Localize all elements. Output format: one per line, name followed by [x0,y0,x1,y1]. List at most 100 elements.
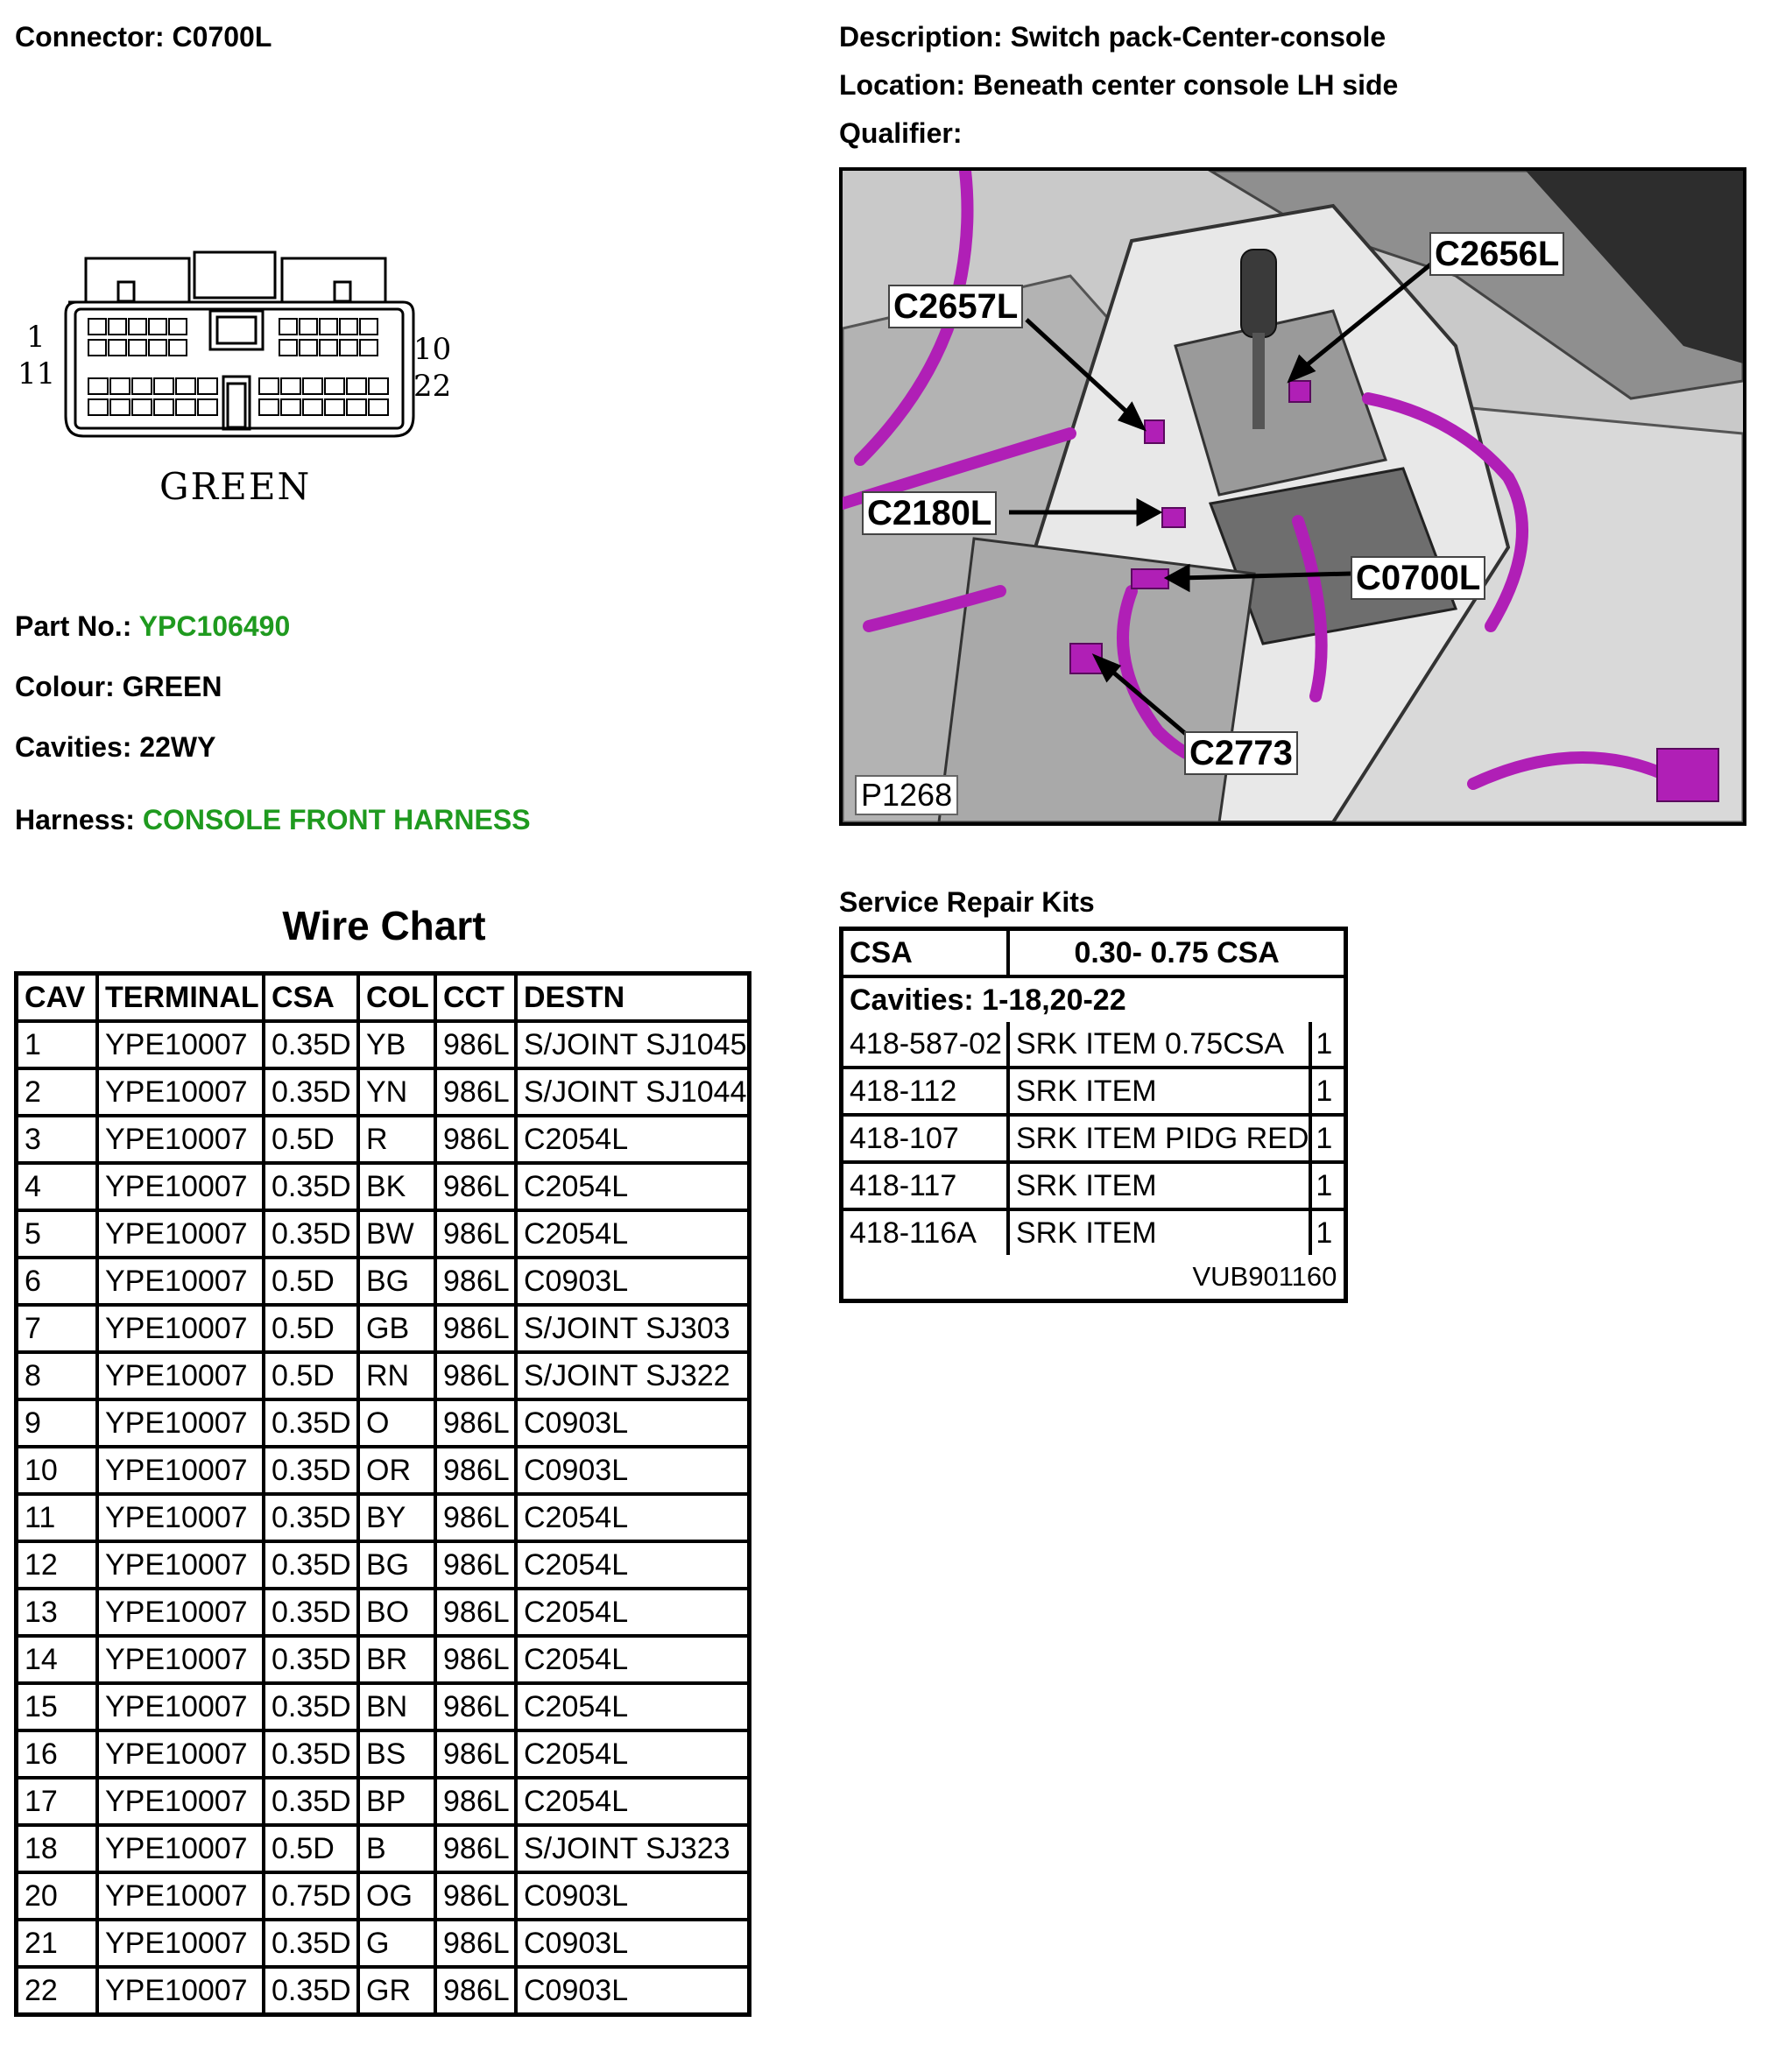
table-cell: 986L [437,1874,518,1921]
kit-description: SRK ITEM 0.75CSA [1010,1022,1313,1069]
table-cell: BK [360,1165,437,1212]
location-label: Location: [839,69,965,101]
table-cell: BG [360,1543,437,1590]
table-cell: S/JOINT SJ323 [518,1827,747,1874]
column-header: CCT [437,976,518,1023]
table-cell: C0903L [518,1921,747,1969]
table-cell: YB [360,1023,437,1070]
table-cell: 986L [437,1023,518,1070]
table-cell: 21 [18,1921,99,1969]
description-line: Description: Switch pack-Center-console [839,21,1386,53]
table-cell: 0.35D [265,1448,360,1496]
colour-value: GREEN [122,671,222,702]
location-line: Location: Beneath center console LH side [839,69,1398,102]
table-cell: 4 [18,1165,99,1212]
kit-csa-row: CSA 0.30- 0.75 CSA [843,931,1344,978]
table-cell: G [360,1921,437,1969]
kit-description: SRK ITEM [1010,1069,1313,1117]
callout-c2656l: C2656L [1429,232,1565,276]
table-cell: BO [360,1590,437,1638]
callout-c0700l: C0700L [1351,556,1486,600]
kit-description: SRK ITEM [1010,1211,1313,1255]
column-header: TERMINAL [99,976,265,1023]
table-cell: 986L [437,1307,518,1354]
table-cell: 15 [18,1685,99,1732]
service-repair-kits-title: Service Repair Kits [839,886,1095,918]
table-cell: 986L [437,1212,518,1259]
cavities-line: Cavities: 22WY [15,731,215,764]
table-cell: 5 [18,1212,99,1259]
table-cell: C0903L [518,1448,747,1496]
table-cell: S/JOINT SJ1045 [518,1023,747,1070]
callout-c2180l: C2180L [862,491,998,535]
cavities-label: Cavities: [15,731,132,763]
table-cell: C2054L [518,1780,747,1827]
table-cell: YPE10007 [99,1401,265,1448]
table-cell: YPE10007 [99,1732,265,1780]
table-cell: 12 [18,1543,99,1590]
table-cell: C2054L [518,1496,747,1543]
table-cell: 0.35D [265,1543,360,1590]
figure-id: P1268 [855,775,959,815]
table-cell: 22 [18,1969,99,2012]
table-cell: 14 [18,1638,99,1685]
table-cell: 0.35D [265,1780,360,1827]
table-cell: YPE10007 [99,1590,265,1638]
kit-quantity: 1 [1312,1117,1344,1164]
table-cell: 13 [18,1590,99,1638]
kit-quantity: 1 [1316,1216,1333,1250]
table-cell: C2054L [518,1732,747,1780]
table-cell: 986L [437,1117,518,1165]
cavity-row-top-left [88,318,187,356]
table-cell: 17 [18,1780,99,1827]
table-cell: R [360,1117,437,1165]
kit-part-number: 418-117 [843,1164,1010,1211]
table-cell: GB [360,1307,437,1354]
table-cell: 0.35D [265,1685,360,1732]
table-cell: 986L [437,1969,518,2012]
table-cell: GR [360,1969,437,2012]
table-cell: 986L [437,1070,518,1117]
table-cell: 2 [18,1070,99,1117]
table-cell: 986L [437,1496,518,1543]
table-cell: BR [360,1638,437,1685]
table-cell: YPE10007 [99,1117,265,1165]
table-cell: 8 [18,1354,99,1401]
table-cell: C0903L [518,1401,747,1448]
table-cell: YPE10007 [99,1307,265,1354]
wire-chart-title: Wire Chart [282,903,486,948]
callout-c2773: C2773 [1184,731,1298,775]
connector-label: Connector: [15,21,165,53]
table-cell: BN [360,1685,437,1732]
kit-quantity: 1 [1312,1164,1344,1211]
table-cell: 7 [18,1307,99,1354]
kit-cavities-row: Cavities: 1-18,20-22 [843,978,1344,1022]
table-cell: 0.35D [265,1070,360,1117]
table-cell: 18 [18,1827,99,1874]
kit-part-number: 418-112 [843,1069,1010,1117]
table-cell: OR [360,1448,437,1496]
table-cell: 986L [437,1590,518,1638]
table-cell: 0.35D [265,1212,360,1259]
column-header: CSA [265,976,360,1023]
table-cell: 986L [437,1685,518,1732]
colour-label: Colour: [15,671,115,702]
service-repair-kits-table: CSA 0.30- 0.75 CSA Cavities: 1-18,20-22 … [839,927,1349,1303]
table-cell: 6 [18,1259,99,1307]
location-value: Beneath center console LH side [972,69,1399,101]
qualifier-line: Qualifier: [839,117,962,150]
harness-label: Harness: [15,804,135,835]
table-cell: 986L [437,1827,518,1874]
